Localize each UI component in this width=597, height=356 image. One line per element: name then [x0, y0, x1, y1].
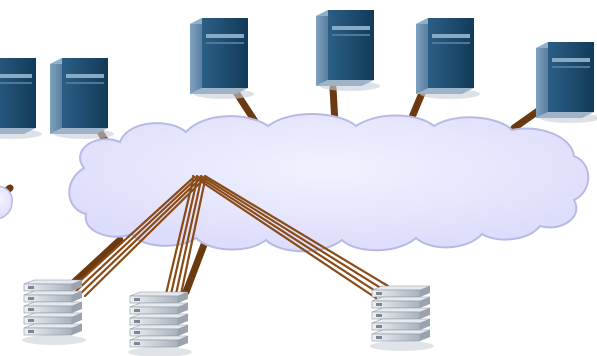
- fiber-link: [169, 178, 199, 296]
- tower-server-icon: [416, 18, 480, 99]
- storage-array-icon: [22, 279, 86, 345]
- storage-array-icon: [370, 285, 434, 351]
- tower-server-icon: [50, 58, 114, 139]
- fiber-link: [199, 174, 386, 292]
- fiber-link: [195, 174, 382, 296]
- fiber-link: [203, 174, 390, 288]
- fiber-link: [73, 176, 199, 294]
- tower-server-icon: [536, 42, 597, 123]
- fiber-link: [83, 176, 207, 298]
- tower-server-icon: [190, 18, 254, 99]
- fiber-link: [68, 176, 195, 292]
- storage-fiber-links: [68, 174, 390, 300]
- fiber-link: [78, 176, 203, 296]
- tower-server-icon: [316, 10, 380, 91]
- fiber-link: [164, 178, 195, 296]
- network-cloud-icon: [68, 113, 590, 253]
- link-storage-2-trunk: [182, 238, 209, 296]
- fiber-link: [174, 178, 203, 296]
- fiber-link: [179, 178, 207, 296]
- cloud-fragment-left: [0, 185, 13, 220]
- storage-array-icon: [128, 291, 192, 356]
- tower-server-icon: [0, 58, 42, 139]
- link-storage-1-trunk: [66, 236, 124, 290]
- servers: [0, 10, 597, 139]
- storage-arrays: [22, 279, 434, 356]
- fiber-link: [191, 174, 378, 300]
